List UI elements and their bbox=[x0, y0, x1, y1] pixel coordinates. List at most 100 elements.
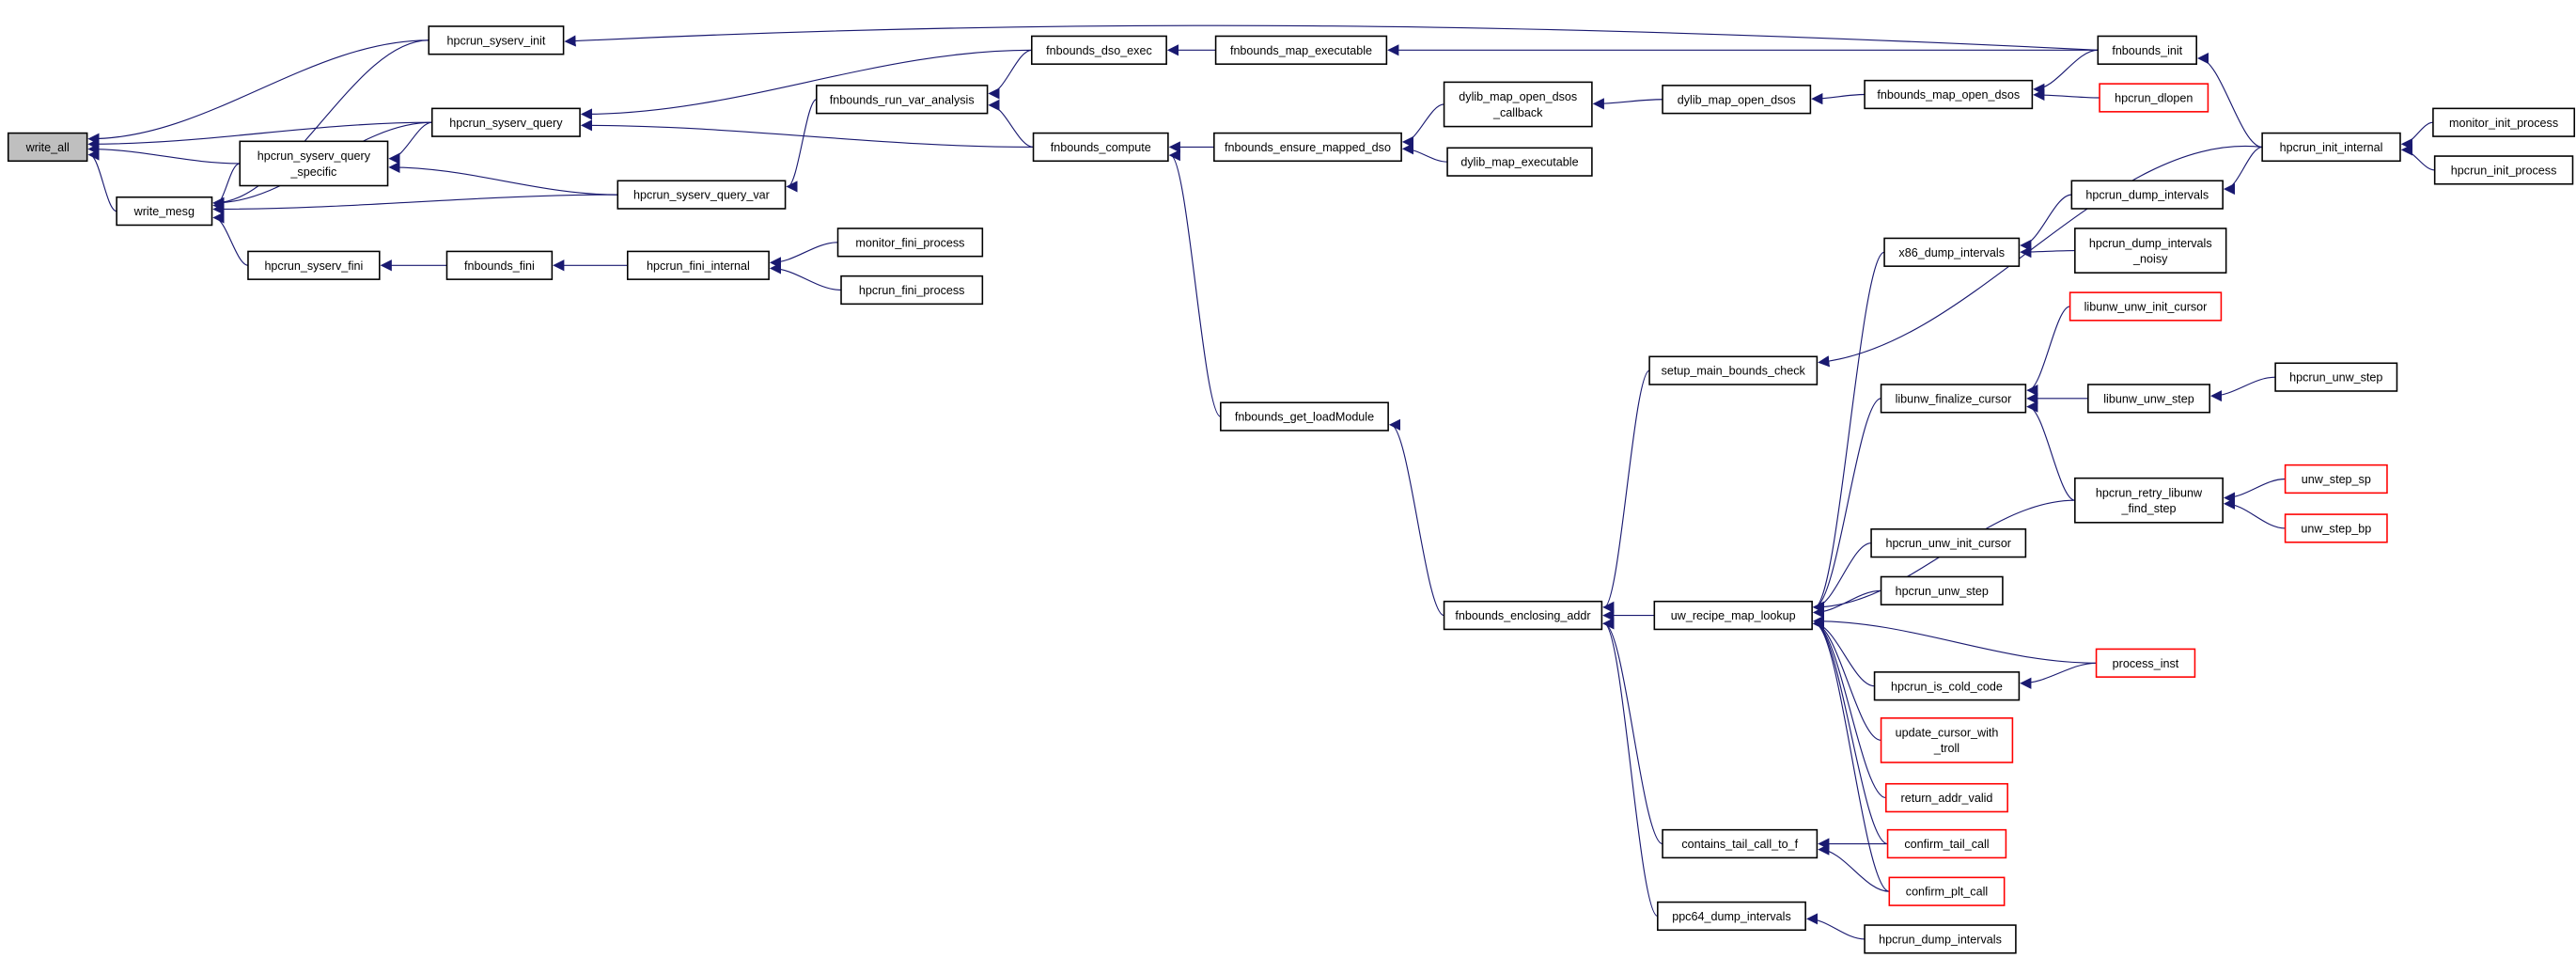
node-monitor_fini_process[interactable]: monitor_fini_process bbox=[836, 228, 984, 258]
node-x86_dump_intervals[interactable]: x86_dump_intervals bbox=[1883, 237, 2021, 267]
edge-fnbounds_compute-fnbounds_run_var_analysis bbox=[988, 99, 1034, 149]
node-fnbounds_run_var_analysis[interactable]: fnbounds_run_var_analysis bbox=[816, 85, 989, 115]
node-libunw_unw_init_cursor[interactable]: libunw_unw_init_cursor bbox=[2069, 291, 2223, 322]
node-update_cursor_with_troll[interactable]: update_cursor_with_troll bbox=[1880, 717, 2014, 763]
node-fnbounds_compute[interactable]: fnbounds_compute bbox=[1032, 132, 1169, 163]
edge-process_inst-uw_recipe_map_lookup bbox=[1812, 615, 2097, 664]
node-hpcrun_is_cold_code[interactable]: hpcrun_is_cold_code bbox=[1873, 671, 2021, 701]
node-label-libunw_unw_init_cursor: libunw_unw_init_cursor bbox=[2084, 301, 2208, 314]
node-setup_main_bounds_check[interactable]: setup_main_bounds_check bbox=[1648, 355, 1819, 385]
edge-contains_tail_call_to_f-fnbounds_enclosing_addr bbox=[1602, 618, 1663, 845]
node-confirm_tail_call[interactable]: confirm_tail_call bbox=[1886, 828, 2007, 859]
node-label-line: contains_tail_call_to_f bbox=[1681, 838, 1798, 851]
node-dylib_map_open_dsos_callback[interactable]: dylib_map_open_dsos_callback bbox=[1443, 81, 1593, 128]
node-confirm_plt_call[interactable]: confirm_plt_call bbox=[1888, 876, 2006, 906]
node-fnbounds_map_executable[interactable]: fnbounds_map_executable bbox=[1214, 35, 1388, 65]
node-unw_step_bp[interactable]: unw_step_bp bbox=[2284, 513, 2388, 543]
node-label-line: monitor_fini_process bbox=[855, 236, 964, 249]
edge-hpcrun_syserv_init-write_all bbox=[87, 39, 429, 145]
edge-setup_main_bounds_check-fnbounds_enclosing_addr bbox=[1602, 369, 1650, 613]
node-hpcrun_syserv_fini[interactable]: hpcrun_syserv_fini bbox=[247, 250, 381, 280]
node-label-libunw_unw_step: libunw_unw_step bbox=[2103, 392, 2194, 405]
node-box-dylib_map_open_dsos_callback bbox=[1443, 81, 1593, 128]
edge-hpcrun_init_internal-fnbounds_init bbox=[2196, 52, 2263, 149]
node-return_addr_valid[interactable]: return_addr_valid bbox=[1885, 782, 2008, 813]
edge-hpcrun_unw_step_r-libunw_unw_step bbox=[2209, 376, 2276, 402]
node-label-line: fnbounds_run_var_analysis bbox=[830, 93, 975, 106]
edge-monitor_init_process-hpcrun_init_internal bbox=[2400, 121, 2434, 150]
node-label-line: fnbounds_fini bbox=[464, 259, 535, 273]
node-box-hpcrun_syserv_query_specific bbox=[239, 140, 389, 187]
node-hpcrun_syserv_query[interactable]: hpcrun_syserv_query bbox=[430, 107, 581, 137]
node-hpcrun_fini_process[interactable]: hpcrun_fini_process bbox=[840, 275, 984, 306]
edge-dylib_map_open_dsos-dylib_map_open_dsos_callback bbox=[1592, 98, 1663, 110]
node-label-fnbounds_compute: fnbounds_compute bbox=[1051, 141, 1151, 154]
node-hpcrun_retry_libunw_find_step[interactable]: hpcrun_retry_libunw_find_step bbox=[2074, 477, 2224, 524]
node-fnbounds_fini[interactable]: fnbounds_fini bbox=[445, 250, 554, 280]
node-libunw_unw_step[interactable]: libunw_unw_step bbox=[2087, 384, 2210, 414]
edge-hpcrun_syserv_init-write_mesg bbox=[212, 39, 429, 209]
node-hpcrun_syserv_query_specific[interactable]: hpcrun_syserv_query_specific bbox=[239, 140, 389, 187]
node-label-line: hpcrun_syserv_fini bbox=[264, 259, 363, 273]
node-label-write_all: write_all bbox=[25, 141, 70, 154]
node-label-unw_step_bp: unw_step_bp bbox=[2301, 522, 2371, 535]
edge-dylib_map_executable-fnbounds_ensure_mapped_dso bbox=[1401, 143, 1448, 163]
node-hpcrun_init_process[interactable]: hpcrun_init_process bbox=[2433, 155, 2574, 185]
node-label-line: _troll bbox=[1933, 742, 1959, 755]
node-hpcrun_dump_intervals_noisy[interactable]: hpcrun_dump_intervals_noisy bbox=[2074, 228, 2227, 274]
edge-hpcrun_syserv_query_specific-write_all bbox=[87, 143, 241, 165]
node-unw_step_sp[interactable]: unw_step_sp bbox=[2284, 463, 2388, 495]
node-label-line: monitor_init_process bbox=[2449, 117, 2558, 130]
node-contains_tail_call_to_f[interactable]: contains_tail_call_to_f bbox=[1662, 828, 1819, 859]
node-hpcrun_unw_step_r[interactable]: hpcrun_unw_step bbox=[2274, 362, 2398, 392]
node-hpcrun_dump_intervals_b[interactable]: hpcrun_dump_intervals bbox=[1864, 924, 2017, 954]
node-label-line: confirm_tail_call bbox=[1904, 838, 1989, 851]
node-dylib_map_open_dsos[interactable]: dylib_map_open_dsos bbox=[1662, 85, 1812, 115]
edge-confirm_plt_call-uw_recipe_map_lookup bbox=[1812, 618, 1890, 892]
edge-hpcrun_dlopen-fnbounds_map_open_dsos bbox=[2033, 88, 2100, 102]
node-dylib_map_executable[interactable]: dylib_map_executable bbox=[1446, 147, 1593, 177]
node-write_all: write_all bbox=[7, 132, 88, 163]
node-fnbounds_ensure_mapped_dso[interactable]: fnbounds_ensure_mapped_dso bbox=[1213, 132, 1402, 163]
node-label-line: hpcrun_syserv_query bbox=[449, 117, 563, 130]
node-label-line: hpcrun_dump_intervals bbox=[1879, 933, 2002, 946]
edge-confirm_plt_call-contains_tail_call_to_f bbox=[1818, 843, 1890, 892]
node-hpcrun_dump_intervals[interactable]: hpcrun_dump_intervals bbox=[2070, 180, 2224, 210]
edge-fnbounds_map_open_dsos-dylib_map_open_dsos bbox=[1811, 92, 1866, 105]
node-hpcrun_syserv_init[interactable]: hpcrun_syserv_init bbox=[428, 25, 565, 55]
node-libunw_finalize_cursor[interactable]: libunw_finalize_cursor bbox=[1880, 384, 2027, 414]
node-box-write_all bbox=[7, 132, 88, 163]
node-label-dylib_map_open_dsos: dylib_map_open_dsos bbox=[1678, 93, 1796, 106]
node-hpcrun_dlopen[interactable]: hpcrun_dlopen bbox=[2099, 83, 2209, 113]
edge-fnbounds_dso_exec-hpcrun_syserv_query bbox=[580, 49, 1032, 120]
edge-fnbounds_compute-hpcrun_syserv_query bbox=[580, 119, 1034, 149]
edge-x86_dump_intervals-uw_recipe_map_lookup bbox=[1812, 251, 1885, 613]
node-process_inst[interactable]: process_inst bbox=[2095, 648, 2196, 678]
node-hpcrun_fini_internal[interactable]: hpcrun_fini_internal bbox=[626, 250, 770, 280]
node-monitor_init_process[interactable]: monitor_init_process bbox=[2432, 107, 2576, 137]
node-box-hpcrun_retry_libunw_find_step bbox=[2074, 477, 2224, 524]
node-label-line: _noisy bbox=[2132, 252, 2168, 265]
node-fnbounds_get_loadModule[interactable]: fnbounds_get_loadModule bbox=[1220, 401, 1389, 432]
node-fnbounds_init[interactable]: fnbounds_init bbox=[2097, 35, 2197, 65]
node-write_mesg[interactable]: write_mesg bbox=[116, 196, 213, 227]
node-label-line: libunw_finalize_cursor bbox=[1896, 392, 2012, 405]
node-label-line: x86_dump_intervals bbox=[1898, 246, 2005, 259]
node-uw_recipe_map_lookup[interactable]: uw_recipe_map_lookup bbox=[1653, 600, 1813, 631]
node-fnbounds_map_open_dsos[interactable]: fnbounds_map_open_dsos bbox=[1864, 79, 2034, 110]
node-label-line: write_all bbox=[25, 141, 70, 154]
edge-hpcrun_init_internal-hpcrun_dump_intervals bbox=[2223, 146, 2263, 196]
node-hpcrun_unw_step_l[interactable]: hpcrun_unw_step bbox=[1880, 575, 2004, 605]
node-hpcrun_init_internal[interactable]: hpcrun_init_internal bbox=[2261, 132, 2401, 163]
edge-hpcrun_syserv_query_var-write_mesg bbox=[212, 194, 618, 215]
node-fnbounds_enclosing_addr[interactable]: fnbounds_enclosing_addr bbox=[1443, 600, 1603, 631]
node-fnbounds_dso_exec[interactable]: fnbounds_dso_exec bbox=[1031, 35, 1167, 65]
edge-monitor_fini_process-hpcrun_fini_internal bbox=[769, 242, 838, 269]
node-label-hpcrun_is_cold_code: hpcrun_is_cold_code bbox=[1891, 680, 2003, 693]
node-label-line: dylib_map_executable bbox=[1460, 156, 1578, 169]
node-label-unw_step_sp: unw_step_sp bbox=[2302, 473, 2371, 486]
node-hpcrun_unw_init_cursor[interactable]: hpcrun_unw_init_cursor bbox=[1870, 528, 2027, 558]
node-ppc64_dump_intervals[interactable]: ppc64_dump_intervals bbox=[1657, 901, 1806, 932]
node-hpcrun_syserv_query_var[interactable]: hpcrun_syserv_query_var bbox=[617, 180, 787, 210]
